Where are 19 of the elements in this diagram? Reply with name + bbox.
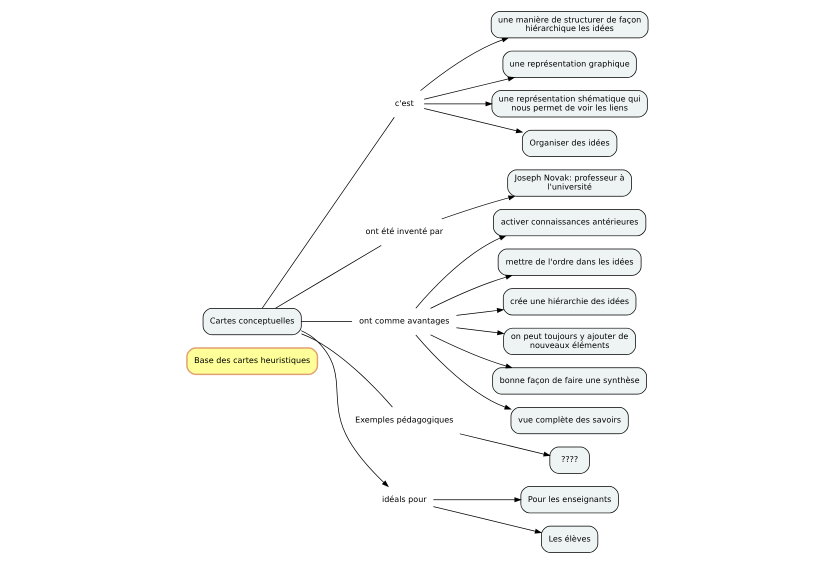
connector — [300, 334, 392, 408]
arrow — [456, 308, 504, 316]
arrow — [300, 330, 388, 488]
arrow — [414, 334, 512, 410]
connector — [300, 321, 352, 322]
arrow — [423, 101, 492, 106]
arrow — [458, 433, 550, 457]
arrow — [432, 497, 522, 502]
arrow — [430, 274, 512, 309]
arrow — [414, 235, 506, 309]
arrow — [423, 76, 515, 100]
arrow — [420, 38, 509, 91]
arrow — [432, 506, 542, 534]
arrow — [440, 195, 516, 220]
arrow — [456, 327, 504, 336]
arrow — [423, 108, 523, 134]
connector — [274, 245, 382, 309]
arrow — [430, 334, 512, 368]
connector — [261, 116, 394, 309]
